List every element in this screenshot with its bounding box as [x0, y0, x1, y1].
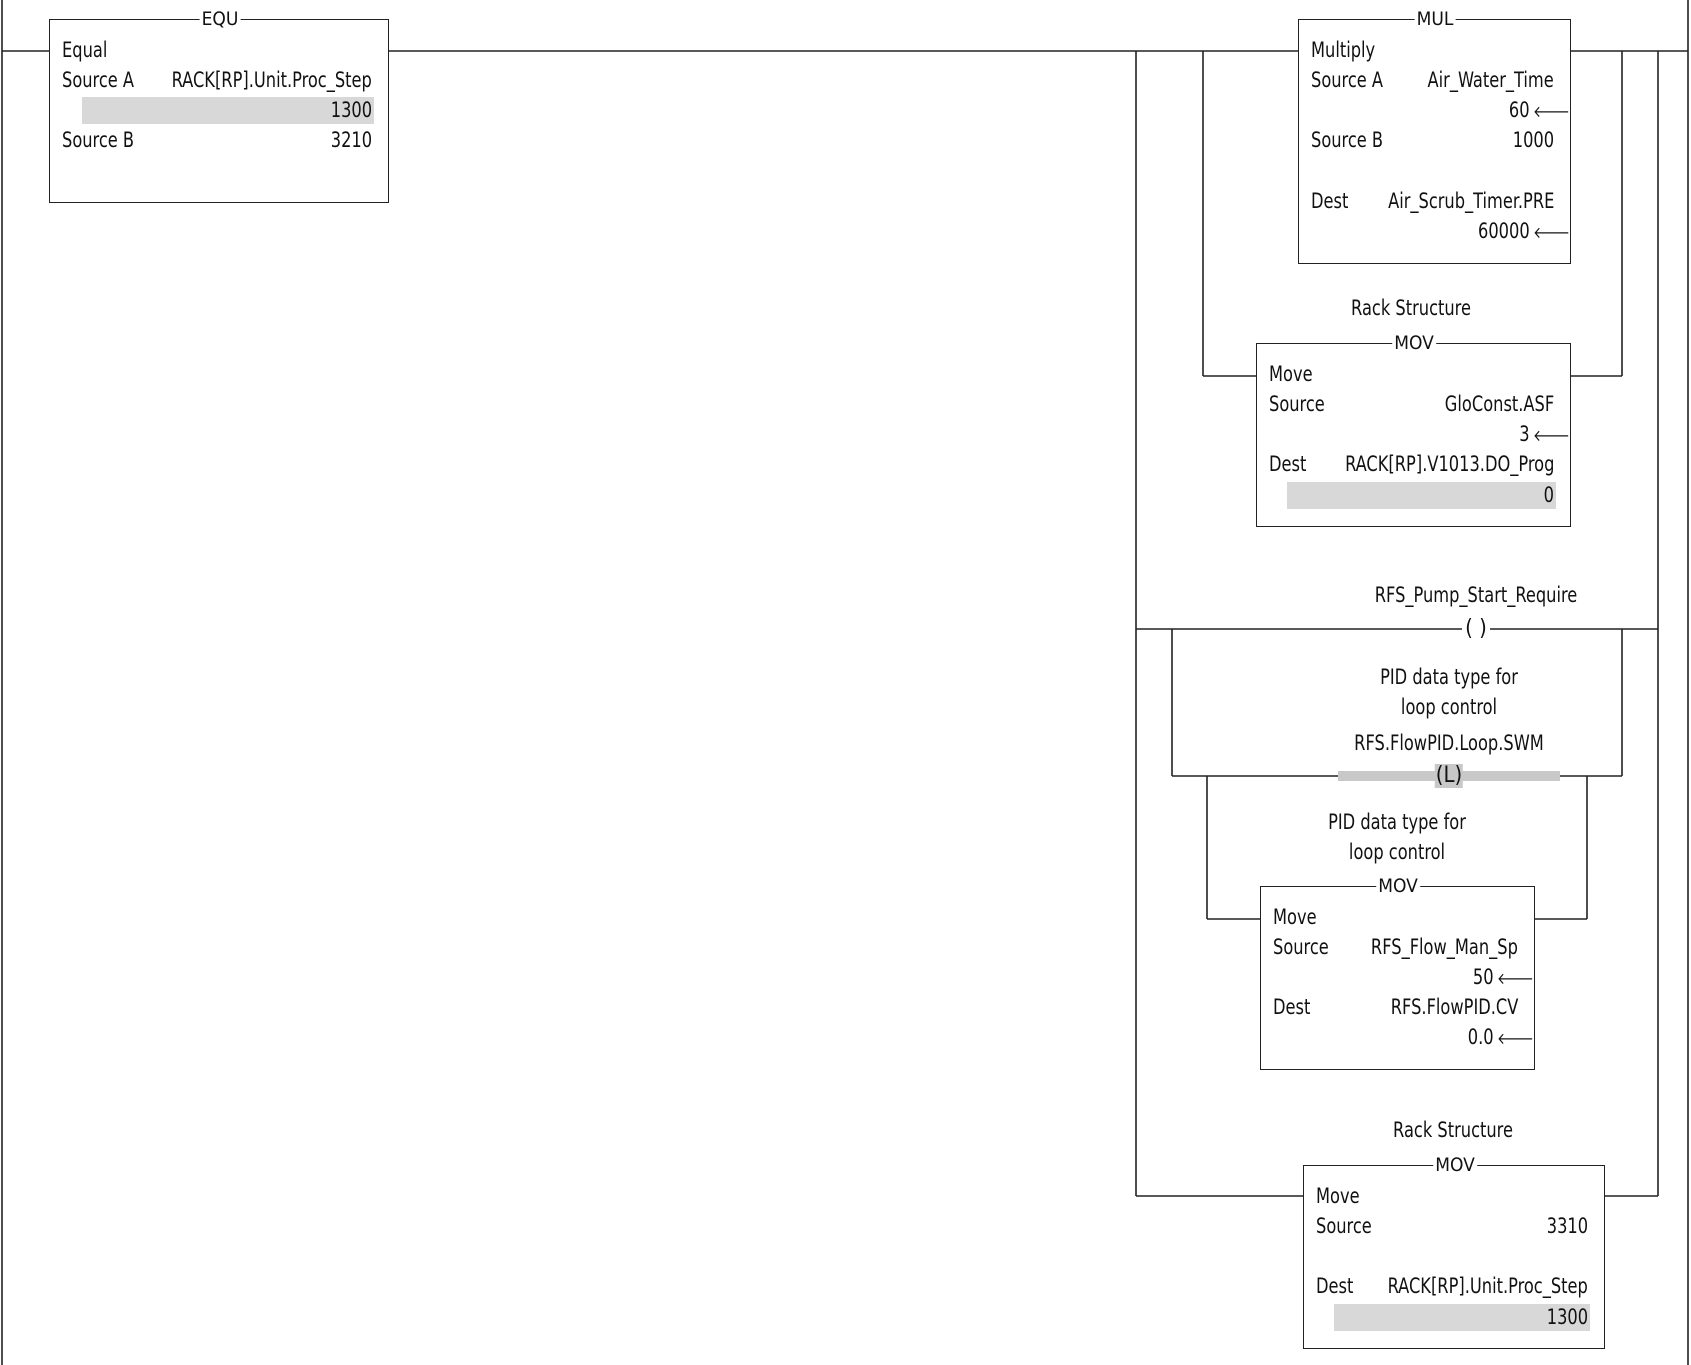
mov3-name: Move: [1316, 1184, 1360, 1208]
ote-coil[interactable]: ( ): [1464, 616, 1488, 641]
mov1-mnemonic: MOV: [1392, 332, 1436, 354]
left-arrow-icon: 🡐: [1533, 426, 1570, 445]
mul-name: Multiply: [1311, 38, 1376, 62]
left-arrow-icon: 🡐: [1533, 223, 1570, 242]
mov1-source-tag[interactable]: GloConst.ASF: [1444, 392, 1554, 416]
mov1-instruction[interactable]: MOV Move Source GloConst.ASF 3🡐 Dest RAC…: [1256, 332, 1571, 527]
mov3-instruction[interactable]: MOV Move Source 3310 Dest RACK[RP].Unit.…: [1303, 1154, 1605, 1349]
mov1-dest-tag[interactable]: RACK[RP].V1013.DO_Prog: [1344, 452, 1554, 476]
mov3-mnemonic: MOV: [1433, 1154, 1477, 1176]
equ-source-a-tag[interactable]: RACK[RP].Unit.Proc_Step: [171, 68, 372, 92]
mov2-source-value-row: 50🡐: [1473, 965, 1534, 991]
mov3-dest-tag[interactable]: RACK[RP].Unit.Proc_Step: [1387, 1274, 1588, 1298]
mov1-dest-value-bg: [1287, 482, 1556, 509]
otl-comment-line2: loop control: [1400, 695, 1498, 719]
equ-instruction[interactable]: EQU Equal Source A RACK[RP].Unit.Proc_St…: [49, 8, 389, 203]
mov2-dest-label: Dest: [1273, 995, 1311, 1019]
mov2-comment-line1: PID data type for: [1328, 810, 1466, 834]
mul-dest-value-row: 60000🡐: [1478, 219, 1570, 245]
mov1-dest-label: Dest: [1269, 452, 1307, 476]
mov2-comment-line2: loop control: [1348, 840, 1446, 864]
mov2-source-tag[interactable]: RFS_Flow_Man_Sp: [1370, 935, 1518, 959]
ote-tag: RFS_Pump_Start_Require: [1374, 583, 1578, 607]
mov2-mnemonic: MOV: [1376, 875, 1420, 897]
mul-source-b-value[interactable]: 1000: [1512, 128, 1554, 152]
equ-source-a-value: 1300: [330, 98, 372, 122]
mov3-source-label: Source: [1316, 1214, 1372, 1238]
mov1-comment: Rack Structure: [1351, 296, 1471, 320]
equ-name: Equal: [62, 38, 108, 62]
left-arrow-icon: 🡐: [1533, 102, 1570, 121]
otl-tag: RFS.FlowPID.Loop.SWM: [1354, 731, 1544, 755]
mov1-name: Move: [1269, 362, 1313, 386]
mov2-source-label: Source: [1273, 935, 1329, 959]
mov2-dest-tag[interactable]: RFS.FlowPID.CV: [1390, 995, 1518, 1019]
equ-source-b-value[interactable]: 3210: [330, 128, 372, 152]
mov1-source-label: Source: [1269, 392, 1325, 416]
mov3-dest-value: 1300: [1546, 1305, 1588, 1329]
left-arrow-icon: 🡐: [1497, 1029, 1534, 1048]
equ-mnemonic: EQU: [199, 8, 241, 30]
mov2-instruction[interactable]: MOV Move Source RFS_Flow_Man_Sp 50🡐 Dest…: [1260, 875, 1535, 1070]
equ-source-b-label: Source B: [62, 128, 135, 152]
mov2-dest-value-row: 0.0🡐: [1468, 1025, 1534, 1051]
equ-source-a-label: Source A: [62, 68, 135, 92]
mov2-dest-value: 0.0: [1467, 1025, 1494, 1049]
mov3-comment: Rack Structure: [1393, 1118, 1513, 1142]
mul-dest-value: 60000: [1477, 219, 1530, 243]
mul-source-b-label: Source B: [1311, 128, 1384, 152]
mov3-dest-value-bg: [1334, 1304, 1590, 1331]
mul-source-a-value-row: 60🡐: [1509, 98, 1570, 124]
mul-dest-tag[interactable]: Air_Scrub_Timer.PRE: [1387, 189, 1554, 213]
mul-source-a-value: 60: [1508, 98, 1530, 122]
mul-mnemonic: MUL: [1414, 8, 1456, 30]
mov1-source-value-row: 3🡐: [1519, 422, 1570, 448]
mul-source-a-tag[interactable]: Air_Water_Time: [1427, 68, 1554, 92]
mov3-source-value[interactable]: 3310: [1546, 1214, 1588, 1238]
mov1-source-value: 3: [1519, 422, 1530, 446]
mul-dest-label: Dest: [1311, 189, 1349, 213]
otl-coil[interactable]: (L): [1434, 763, 1464, 788]
left-arrow-icon: 🡐: [1497, 969, 1534, 988]
mov3-dest-label: Dest: [1316, 1274, 1354, 1298]
equ-source-a-value-bg: [82, 97, 374, 124]
mov2-source-value: 50: [1472, 965, 1494, 989]
mul-source-a-label: Source A: [1311, 68, 1384, 92]
mul-instruction[interactable]: MUL Multiply Source A Air_Water_Time 60🡐…: [1298, 8, 1571, 264]
mov2-name: Move: [1273, 905, 1317, 929]
otl-comment-line1: PID data type for: [1380, 665, 1518, 689]
mov1-dest-value: 0: [1543, 483, 1554, 507]
